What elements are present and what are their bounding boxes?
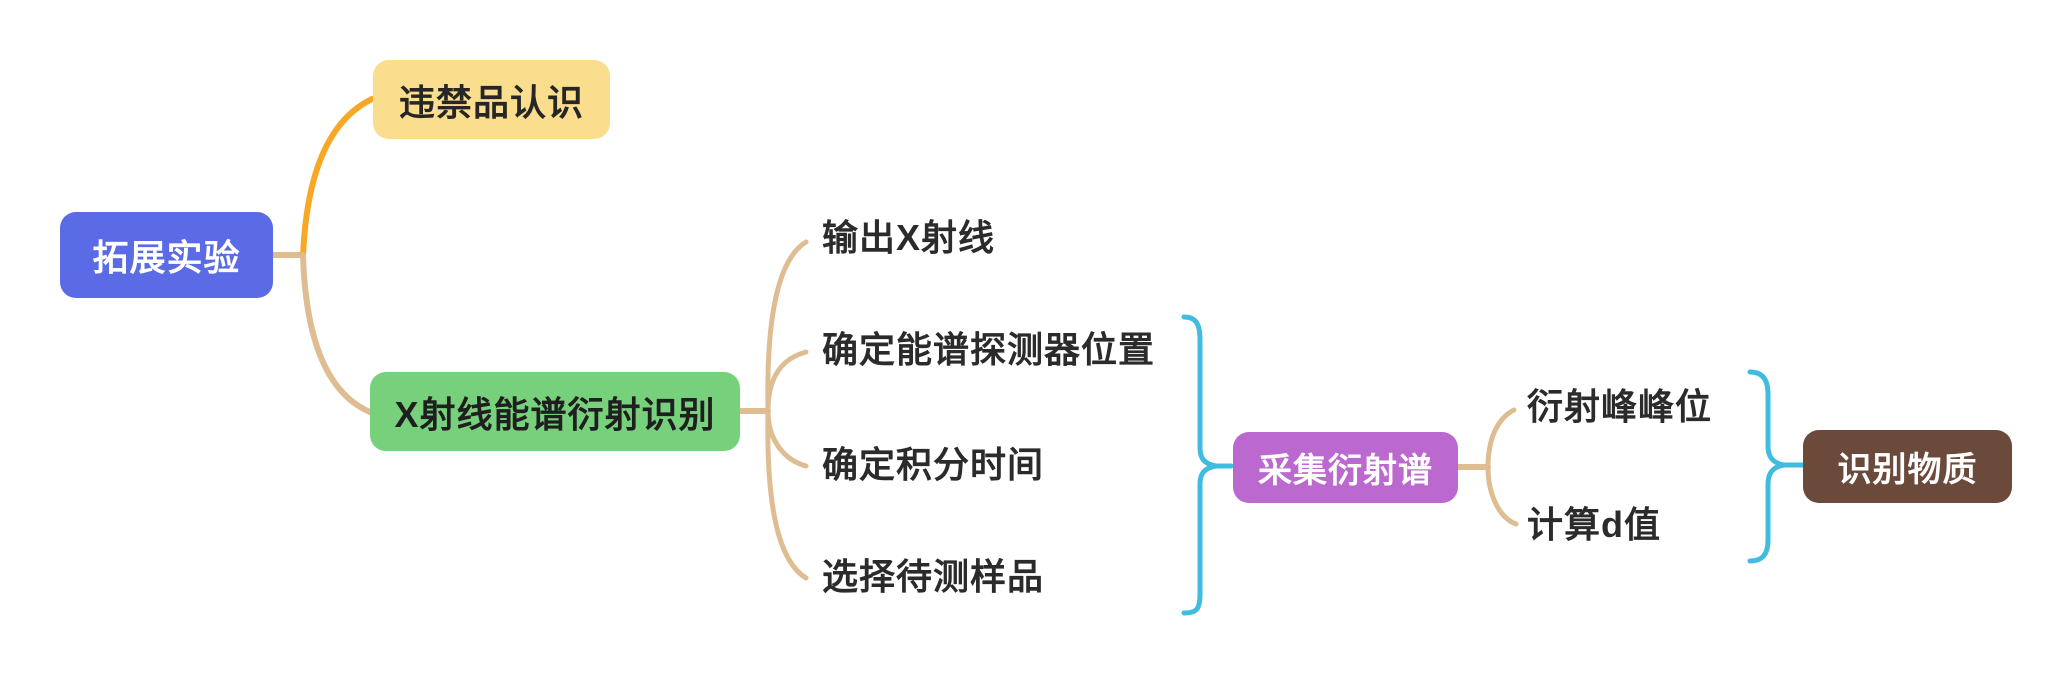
- topic-calc-d-value[interactable]: 计算d值: [1527, 504, 1661, 545]
- topic-select-sample[interactable]: 选择待测样品: [822, 556, 1045, 597]
- link-xrd-step4: [765, 408, 809, 581]
- node-identify-topic[interactable]: 识别物质: [1803, 430, 2012, 503]
- node-collect-topic[interactable]: 采集衍射谱: [1233, 432, 1458, 503]
- link-xrd-step1: [765, 239, 809, 414]
- node-contraband-topic[interactable]: 违禁品认识: [373, 60, 610, 139]
- topic-output-xray[interactable]: 输出X射线: [822, 217, 996, 258]
- topic-diffraction-peak[interactable]: 衍射峰峰位: [1527, 386, 1713, 427]
- brace-steps-collect: [1181, 314, 1219, 616]
- link-collect-peak: [1485, 407, 1517, 470]
- link-root-contraband: [300, 96, 375, 260]
- link-xrd-step3: [765, 408, 809, 469]
- topic-integration-time[interactable]: 确定积分时间: [822, 444, 1045, 485]
- node-root-topic[interactable]: 拓展实验: [60, 212, 273, 298]
- link-collect-dvalue: [1485, 464, 1519, 527]
- link-root-xrd: [300, 252, 373, 415]
- brace-outputs-identify: [1747, 369, 1787, 564]
- node-xrd-topic[interactable]: X射线能谱衍射识别: [370, 372, 740, 451]
- link-xrd-step2: [765, 349, 809, 414]
- topic-detector-position[interactable]: 确定能谱探测器位置: [822, 329, 1156, 370]
